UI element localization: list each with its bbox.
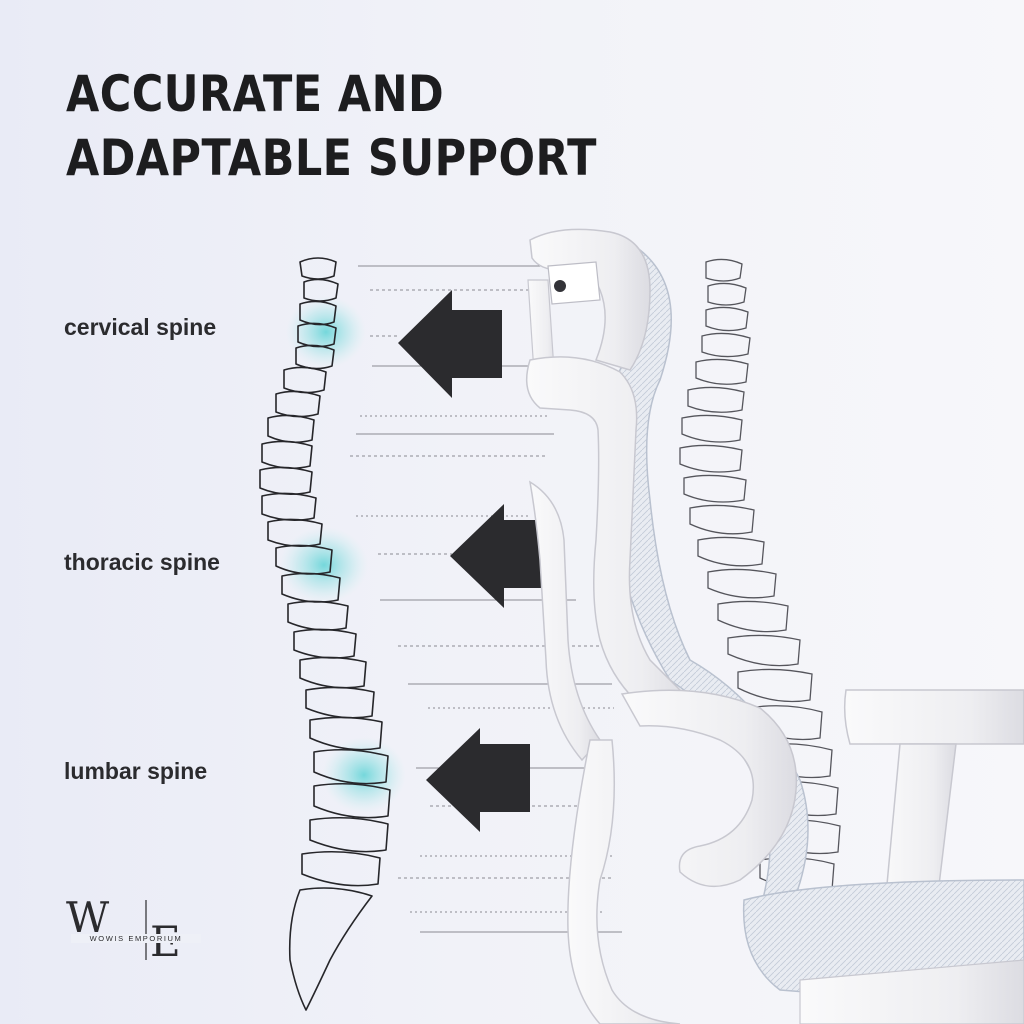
monogram-logo: W E	[66, 893, 181, 966]
headline-line-2: ADAPTABLE SUPPORT	[66, 129, 597, 187]
left-arrow-icon	[398, 290, 554, 832]
office-chair-illustration	[525, 228, 1024, 1024]
lumbar-spine-label: lumbar spine	[64, 758, 208, 784]
brand-logo: W E WOWIS EMPORIUM	[66, 893, 201, 966]
thoracic-highlight	[280, 527, 368, 603]
spine-illustration	[259, 257, 391, 1011]
headline: ACCURATE AND ADAPTABLE SUPPORT	[66, 62, 597, 190]
cervical-spine-label: cervical spine	[64, 314, 217, 340]
cervical-highlight	[286, 296, 366, 368]
thoracic-spine-label: thoracic spine	[64, 549, 220, 575]
lumbar-highlight	[322, 737, 406, 813]
monogram-left: W	[66, 898, 110, 942]
brand-tagline: WOWIS EMPORIUM	[71, 934, 201, 943]
headline-line-1: ACCURATE AND	[66, 65, 445, 123]
